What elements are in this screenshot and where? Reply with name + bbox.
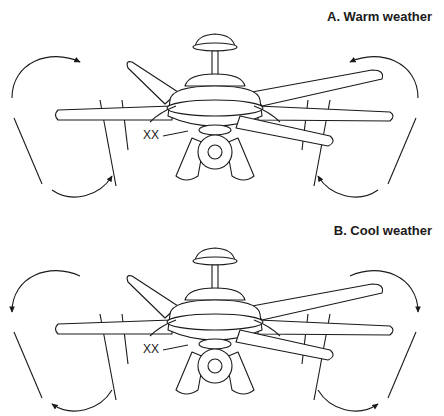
panel-heading: B. Cool weather xyxy=(334,224,432,239)
switch-callout: XX xyxy=(142,343,160,357)
airflow-arrows xyxy=(12,57,128,197)
ceiling-fan xyxy=(56,34,394,180)
airflow-arrows xyxy=(12,271,128,411)
warm-weather-fan xyxy=(12,34,418,197)
leader-line xyxy=(163,131,188,136)
cool-weather-fan xyxy=(12,248,418,411)
leader-line xyxy=(163,345,188,350)
switch-callout: XX xyxy=(142,129,160,143)
panel-heading: A. Warm weather xyxy=(327,10,432,25)
ceiling-fan xyxy=(56,248,394,394)
